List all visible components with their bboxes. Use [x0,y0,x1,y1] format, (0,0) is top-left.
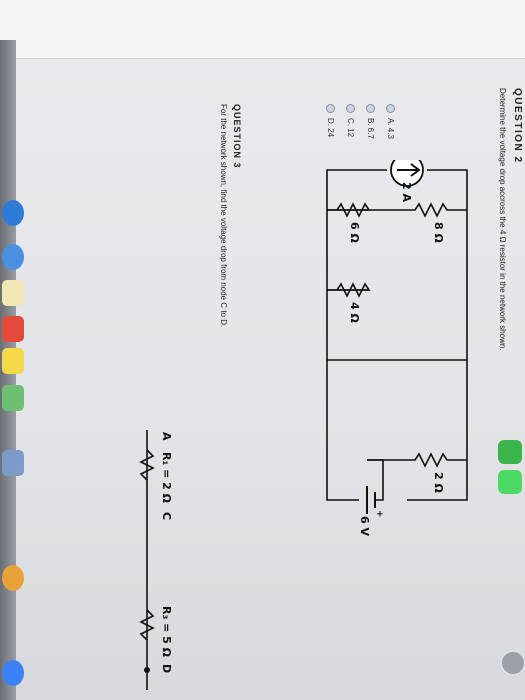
r-right-label: 2 Ω [432,472,445,493]
question-3-title: QUESTION 3 [232,104,242,169]
battery-plus-label: + [374,510,384,518]
node-a-label: A [160,432,173,441]
node-d-label: D [160,664,173,673]
option-c[interactable]: C. 12 [346,104,355,137]
r-mid-label: 4 Ω [348,302,361,323]
resistor-8-ohm [327,202,467,218]
circuit-diagram: 2 A 8 Ω 4 Ω 6 Ω 2 Ω 6 V + [326,160,468,536]
resistor-r3 [139,609,155,641]
source-current-label: 2 A [400,182,413,202]
chrome-app-icon[interactable] [2,244,24,270]
node-d-dot [144,667,150,673]
facetime-app-icon[interactable] [498,440,522,464]
wire-top [407,169,468,501]
option-d[interactable]: D. 24 [326,104,335,137]
radio-option-a[interactable] [386,104,395,113]
itunes-app-icon[interactable] [2,660,24,686]
maps-app-icon[interactable] [2,385,24,411]
option-a[interactable]: A. 4.3 [386,104,395,139]
resistor-4-ohm [327,282,371,298]
app-dock [0,40,24,700]
messages-app-icon[interactable] [498,470,522,494]
option-a-label: A. 4.3 [386,118,395,139]
photos-app-icon[interactable] [2,200,24,226]
radio-option-c[interactable] [346,104,355,113]
calendar-app-icon[interactable] [2,316,24,342]
question-2-title: QUESTION 2 [512,88,523,164]
r-top-label: 8 Ω [432,222,445,243]
r3-label: R₃ = 5 Ω [160,606,173,658]
r1-label: R₁ = 2 Ω [160,452,173,504]
preview-app-icon[interactable] [2,450,24,476]
circuit-2-diagram: A R₁ = 2 Ω C R₃ = 5 Ω D [139,430,173,690]
node-c-label: C [160,512,173,520]
photos-flower-icon[interactable] [2,565,24,591]
option-b[interactable]: B. 6.7 [366,104,375,139]
wire-bottom [326,360,359,501]
current-arrow-icon [410,163,421,177]
resistor-r1 [139,449,155,481]
option-d-label: D. 24 [326,118,335,138]
radio-option-d[interactable] [326,104,335,113]
browser-top-area [0,0,525,59]
stickies-app-icon[interactable] [2,348,24,374]
resistor-2-ohm [367,452,467,468]
question-2-text: Determine the voltage drop accross the 4… [498,88,507,351]
notes-app-icon[interactable] [2,280,24,306]
wire-battery [367,459,384,501]
option-b-label: B. 6.7 [366,118,375,139]
wire-left [326,169,387,290]
battery-label: 6 V [358,516,371,536]
option-c-label: C. 12 [346,118,355,138]
question-3-text: For the network shown, find the voltage … [219,104,228,328]
resistor-6-ohm [327,202,371,218]
radio-option-b[interactable] [366,104,375,113]
rotated-document: QUESTION 2 Determine the voltage drop ac… [15,0,525,700]
r-bottom-label: 6 Ω [348,222,361,243]
